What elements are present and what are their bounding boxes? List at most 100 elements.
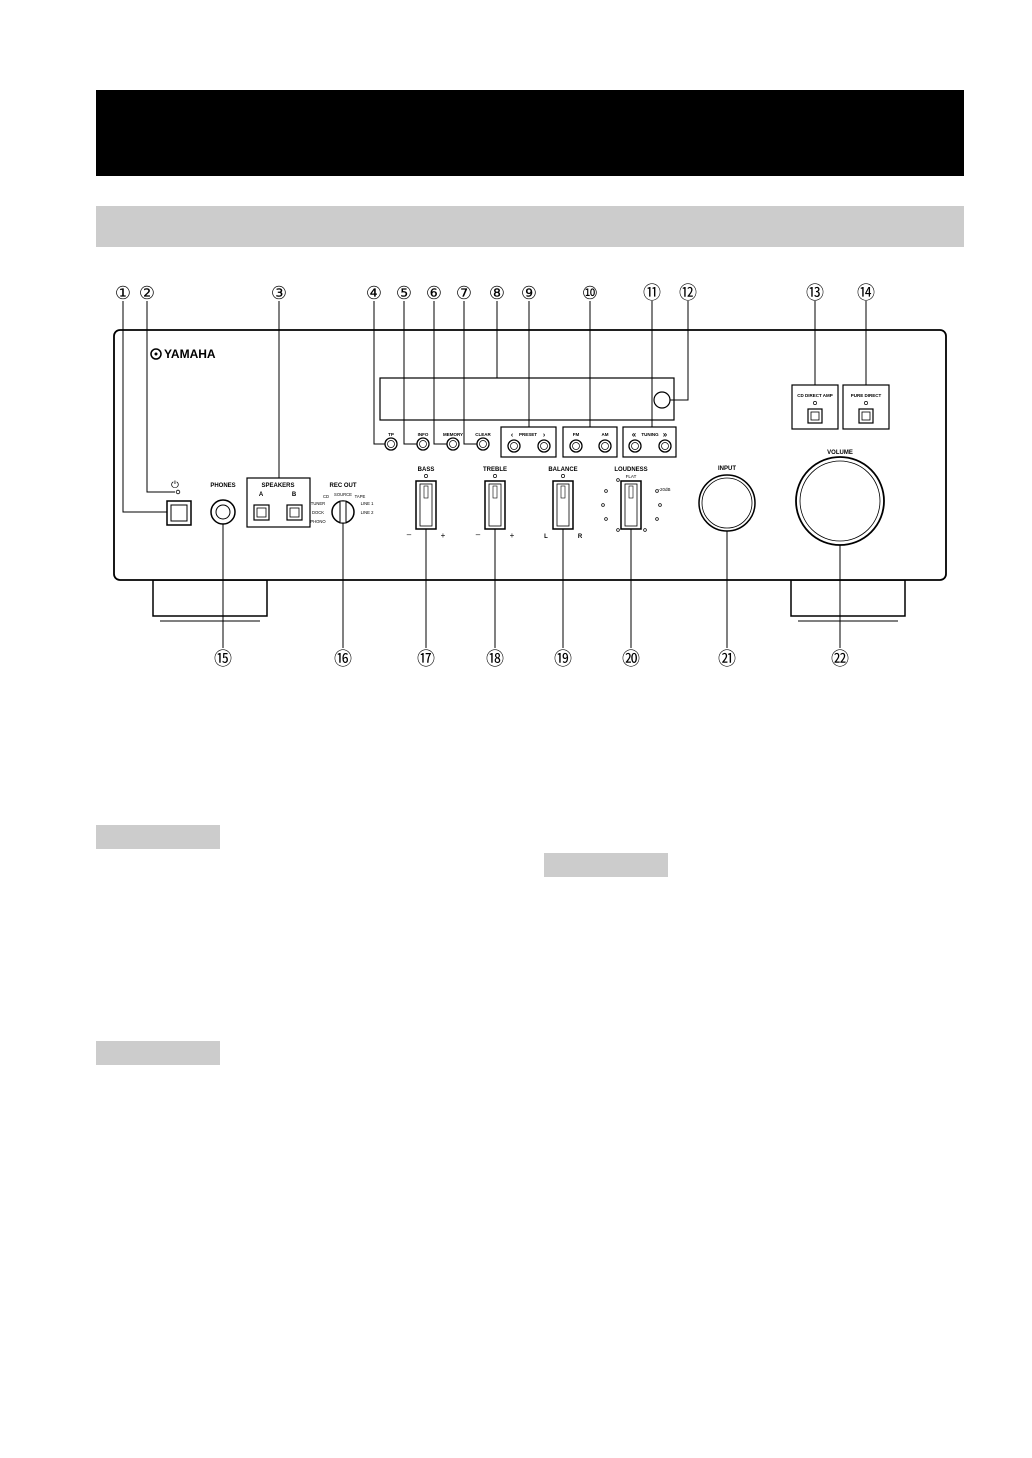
callout-7: ⑦ <box>456 283 472 303</box>
fm-button[interactable] <box>569 439 583 453</box>
callout-4: ④ <box>366 283 382 303</box>
label-tab <box>96 825 220 849</box>
brand-label: YAMAHA <box>164 347 216 361</box>
info-label: INFO <box>418 432 429 437</box>
callout-5: ⑤ <box>396 283 412 303</box>
power-icon: ⏻ <box>171 480 179 491</box>
rec-out-cd: CD <box>323 494 329 499</box>
callout-16: ⑯ <box>334 649 352 669</box>
treble-plus: + <box>510 531 515 540</box>
standby-indicator <box>175 489 181 495</box>
bass-center-mark <box>424 474 428 478</box>
balance-knob[interactable] <box>552 480 574 530</box>
treble-minus: – <box>476 530 481 539</box>
callout-6: ⑥ <box>426 283 442 303</box>
preset-next-icon: › <box>543 432 546 439</box>
bass-knob[interactable] <box>415 480 437 530</box>
pure-direct-indicator <box>864 401 868 405</box>
treble-center-mark <box>493 474 497 478</box>
rec-out-label: REC OUT <box>330 483 357 489</box>
tuning-up-button[interactable] <box>658 439 672 453</box>
callout-10: ⑩ <box>582 283 598 303</box>
callout-1: ① <box>115 283 131 303</box>
callout-3: ③ <box>271 283 287 303</box>
callout-21: ㉑ <box>718 649 736 669</box>
tuning-down-button[interactable] <box>628 439 642 453</box>
label-tab <box>544 853 668 877</box>
right-foot <box>790 579 906 622</box>
remote-sensor <box>653 391 671 409</box>
input-label: INPUT <box>718 466 736 472</box>
fm-label: FM <box>573 432 580 437</box>
rec-out-source: SOURCE <box>334 492 352 497</box>
pure-direct-label: PURE DIRECT <box>851 393 882 398</box>
loudness-scale-marks <box>601 478 662 532</box>
speakers-a-label: A <box>259 492 264 498</box>
front-display <box>379 377 675 421</box>
speakers-b-label: B <box>292 492 297 498</box>
bottom-callouts: ⑮ ⑯ ⑰ ⑱ ⑲ ⑳ ㉑ ㉒ <box>214 649 849 669</box>
callout-9: ⑨ <box>521 283 537 303</box>
yamaha-logo: YAMAHA <box>150 347 216 361</box>
treble-knob[interactable] <box>484 480 506 530</box>
tp-button[interactable] <box>384 437 398 451</box>
phones-jack[interactable] <box>210 499 236 525</box>
pure-direct-button[interactable] <box>858 408 874 424</box>
am-label: AM <box>602 432 609 437</box>
speakers-b-button[interactable] <box>286 504 303 521</box>
cd-direct-amp-indicator <box>813 401 817 405</box>
speakers-label: SPEAKERS <box>261 483 294 489</box>
cd-direct-amp-label: CD DIRECT AMP <box>797 393 833 398</box>
bass-label: BASS <box>418 467 435 473</box>
preset-prev-button[interactable] <box>507 439 521 453</box>
bottom-leader-lines <box>222 523 841 648</box>
rec-out-tape: TAPE <box>355 494 366 499</box>
preset-next-button[interactable] <box>537 439 551 453</box>
input-selector-knob[interactable] <box>698 474 756 532</box>
callout-18: ⑱ <box>486 649 504 669</box>
clear-button[interactable] <box>476 437 490 451</box>
tuning-up-icon: » <box>663 430 668 439</box>
title-bar <box>96 90 964 176</box>
rec-out-positions: SOURCE CD TUNER DOCK PHONO TAPE LINE 1 L… <box>310 492 374 524</box>
bass-minus: – <box>407 530 412 539</box>
rec-out-line1: LINE 1 <box>361 501 374 506</box>
treble-label: TREBLE <box>483 467 507 473</box>
info-button[interactable] <box>416 437 430 451</box>
callout-12: ⑫ <box>679 283 697 303</box>
top-leader-lines <box>122 301 867 513</box>
callout-8: ⑧ <box>489 283 505 303</box>
power-button[interactable] <box>166 500 192 526</box>
tp-label: TP <box>388 432 394 437</box>
callout-22: ㉒ <box>831 649 849 669</box>
loudness-label: LOUDNESS <box>614 467 647 473</box>
memory-label: MEMORY <box>443 432 463 437</box>
loudness-flat-label: FLAT <box>626 474 637 479</box>
volume-knob[interactable] <box>795 456 885 546</box>
callout-20: ⑳ <box>622 649 640 669</box>
rec-out-dock: DOCK <box>312 510 324 515</box>
balance-left: L <box>544 534 548 540</box>
balance-right: R <box>578 534 583 540</box>
rec-out-line2: LINE 2 <box>361 510 374 515</box>
speakers-a-button[interactable] <box>253 504 270 521</box>
callout-15: ⑮ <box>214 649 232 669</box>
section-bar <box>96 206 964 247</box>
volume-label: VOLUME <box>827 450 853 456</box>
tuning-down-icon: « <box>632 430 637 439</box>
callout-19: ⑲ <box>554 649 572 669</box>
left-foot <box>152 579 268 622</box>
loudness-db-label: –20dB <box>657 487 670 492</box>
balance-label: BALANCE <box>548 467 577 473</box>
cd-direct-amp-button[interactable] <box>807 408 823 424</box>
rec-out-selector-knob[interactable] <box>331 500 355 524</box>
loudness-knob[interactable] <box>620 480 642 530</box>
top-callouts: ① ② ③ ④ ⑤ ⑥ ⑦ ⑧ ⑨ ⑩ ⑪ ⑫ ⑬ ⑭ <box>115 283 875 303</box>
am-button[interactable] <box>598 439 612 453</box>
rec-out-tuner: TUNER <box>311 501 325 506</box>
clear-label: CLEAR <box>475 432 491 437</box>
phones-label: PHONES <box>210 483 235 489</box>
callout-17: ⑰ <box>417 649 435 669</box>
memory-button[interactable] <box>446 437 460 451</box>
